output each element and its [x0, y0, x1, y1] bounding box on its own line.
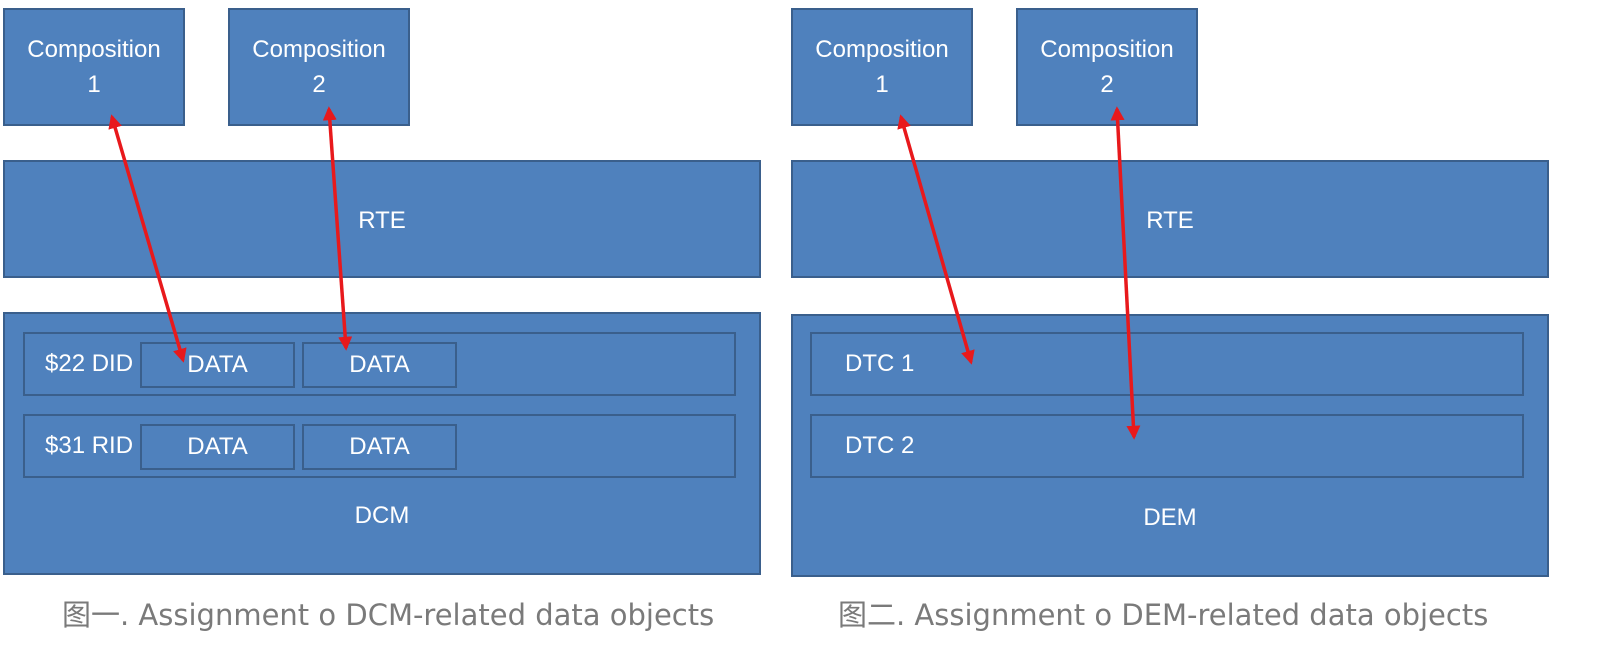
arrow-composition1-to-dtc1	[897, 114, 975, 365]
dem-label: DEM	[1143, 504, 1197, 531]
right-rte-label: RTE	[1146, 207, 1194, 234]
right-composition-1-box: Composition 1	[791, 8, 973, 126]
arrow-composition1-to-did-data	[108, 114, 187, 363]
left-composition-1-number: 1	[87, 71, 101, 98]
left-composition-2-box: Composition 2	[228, 8, 410, 126]
dcm-data-cell: DATA	[140, 424, 295, 470]
dcm-data-cell: DATA	[302, 424, 457, 470]
arrow-composition2-to-did-data	[322, 106, 353, 351]
dcm-label: DCM	[354, 502, 410, 529]
right-composition-2-number: 2	[1100, 71, 1114, 98]
dcm-row-label: $31 RID	[45, 432, 134, 459]
right-composition-1-number: 1	[875, 71, 889, 98]
left-composition-2-title: Composition	[252, 36, 386, 63]
right-caption: 图二. Assignment o DEM-related data object…	[838, 598, 1489, 632]
dcm-row-31-rid: $31 RID DATA DATA	[23, 414, 736, 478]
arrow-composition2-to-dtc2	[1110, 106, 1141, 440]
right-composition-2-title: Composition	[1040, 36, 1174, 63]
dem-row-dtc-2: DTC 2	[810, 414, 1524, 478]
left-composition-1-title: Composition	[27, 36, 161, 63]
right-composition-2-box: Composition 2	[1016, 8, 1198, 126]
dcm-row-22-did: $22 DID DATA DATA	[23, 332, 736, 396]
left-composition-2-number: 2	[312, 71, 326, 98]
dem-row-label: DTC 2	[845, 432, 915, 459]
right-composition-1-title: Composition	[815, 36, 949, 63]
left-caption: 图一. Assignment o DCM-related data object…	[62, 598, 715, 632]
dcm-box: $22 DID DATA DATA $31 RID DATA DATA DCM	[3, 312, 761, 575]
left-composition-1-box: Composition 1	[3, 8, 185, 126]
left-rte-label: RTE	[358, 207, 406, 234]
